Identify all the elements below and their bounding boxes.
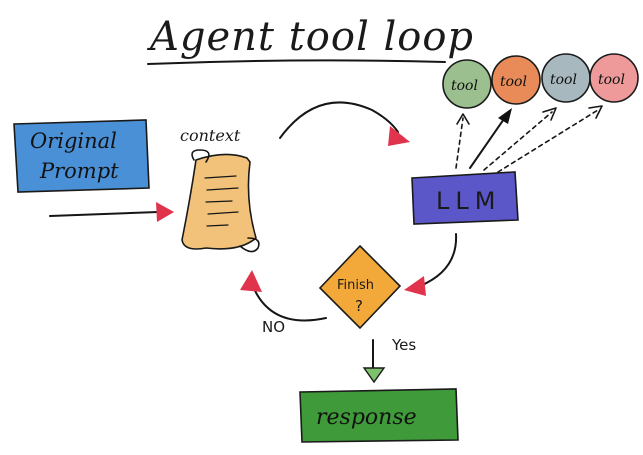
original-prompt-box: Original Prompt [13,119,150,193]
arrow-llm-to-finish-line [419,233,458,287]
arrow-prompt-to-context-line [49,211,159,217]
scroll-bottom-curl [239,237,260,253]
yes-label: Yes [391,336,416,354]
original-prompt-fill [13,119,150,193]
arrow-prompt-to-context [49,202,174,222]
llm-box: LLM [411,171,519,225]
llm-fill [411,171,519,225]
tool-2-label: tool [500,74,527,90]
tool-3-label: tool [550,72,577,88]
arrow-context-to-llm [279,101,410,146]
llm-tool-arrows [455,105,603,173]
llm-label: LLM [436,187,501,215]
response-box: response [299,388,459,443]
tool-1: tool [442,59,492,109]
tool-2: tool [491,55,541,105]
tool-2-circle [491,55,541,105]
dashed-arrow-tool-3-head [542,107,557,121]
arrow-no-head [240,270,262,292]
response-label: response [316,405,417,430]
arrow-llm-to-finish-head [404,276,426,296]
original-prompt-line1: Original [30,129,117,153]
arrow-llm-to-finish [404,233,458,296]
finish-decision: Finish ? [318,244,402,330]
solid-arrow-tool-2-head [498,108,512,124]
arrow-no-to-context: NO [240,270,327,336]
title-underline [147,59,446,65]
tool-1-circle [442,59,492,109]
context-label: context [180,126,241,145]
diagram-title: Agent tool loop [146,14,474,60]
dashed-arrow-tool-4 [497,109,599,173]
arrow-no-line [251,283,327,322]
solid-arrow-tool-2 [469,115,507,169]
tool-1-label: tool [451,78,478,94]
dashed-arrow-tool-3 [483,111,553,171]
finish-diamond [318,244,402,330]
arrow-context-to-llm-line [279,101,399,139]
dashed-arrow-tool-1 [455,117,464,169]
scroll-text-lines [204,175,239,227]
scroll-top-curl [191,149,210,163]
context-scroll: context [180,126,260,253]
tool-4-label: tool [598,72,625,88]
response-fill [299,388,459,443]
finish-label-line1: Finish [337,278,374,293]
arrow-yes-head [362,367,386,384]
no-label: NO [262,318,285,336]
dashed-arrow-tool-1-head [456,113,470,125]
tool-4-circle [589,53,639,103]
arrow-prompt-to-context-head [156,202,174,222]
dashed-arrow-tool-4-head [588,105,603,119]
tool-4: tool [589,53,639,103]
arrow-yes-to-response: Yes [362,336,416,384]
tools-group: tool tool tool tool [442,53,639,109]
original-prompt-line2: Prompt [39,159,119,183]
tool-3: tool [541,53,591,103]
arrow-context-to-llm-head [388,126,410,146]
finish-label-line2: ? [355,297,363,315]
